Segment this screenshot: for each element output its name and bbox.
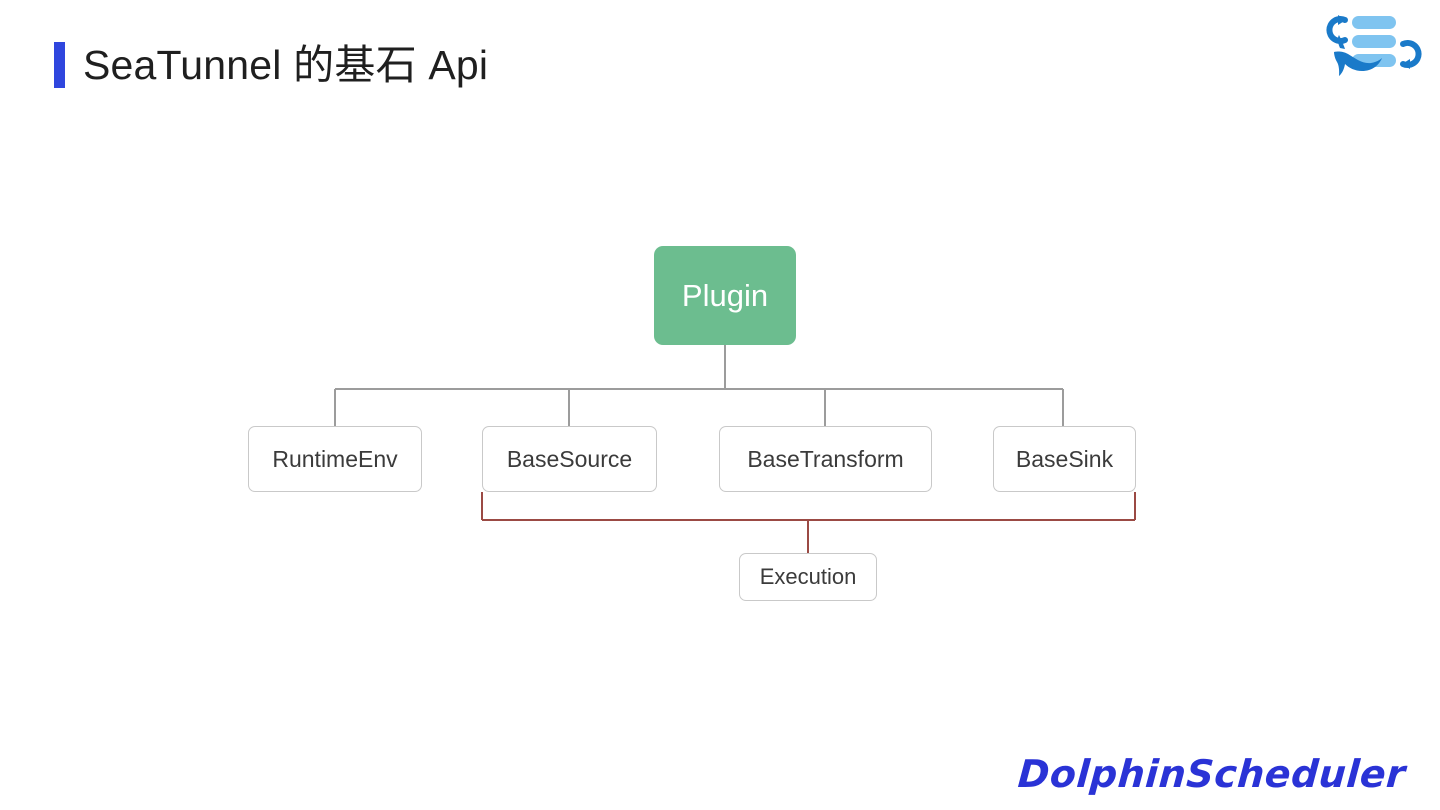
diagram-node-plugin[interactable]: Plugin bbox=[654, 246, 796, 345]
dolphinscheduler-wordmark: DolphinScheduler bbox=[1016, 752, 1408, 796]
diagram-node-basesink[interactable]: BaseSink bbox=[993, 426, 1136, 492]
slide-header: SeaTunnel 的基石 Api bbox=[54, 42, 488, 88]
diagram-node-basetransform[interactable]: BaseTransform bbox=[719, 426, 932, 492]
page-title: SeaTunnel 的基石 Api bbox=[83, 41, 489, 88]
diagram-node-basesource[interactable]: BaseSource bbox=[482, 426, 657, 492]
diagram-node-execution[interactable]: Execution bbox=[739, 553, 877, 601]
diagram-node-runtimeenv[interactable]: RuntimeEnv bbox=[248, 426, 422, 492]
title-accent-bar bbox=[54, 42, 65, 88]
dolphinscheduler-logo-icon bbox=[1312, 6, 1432, 86]
